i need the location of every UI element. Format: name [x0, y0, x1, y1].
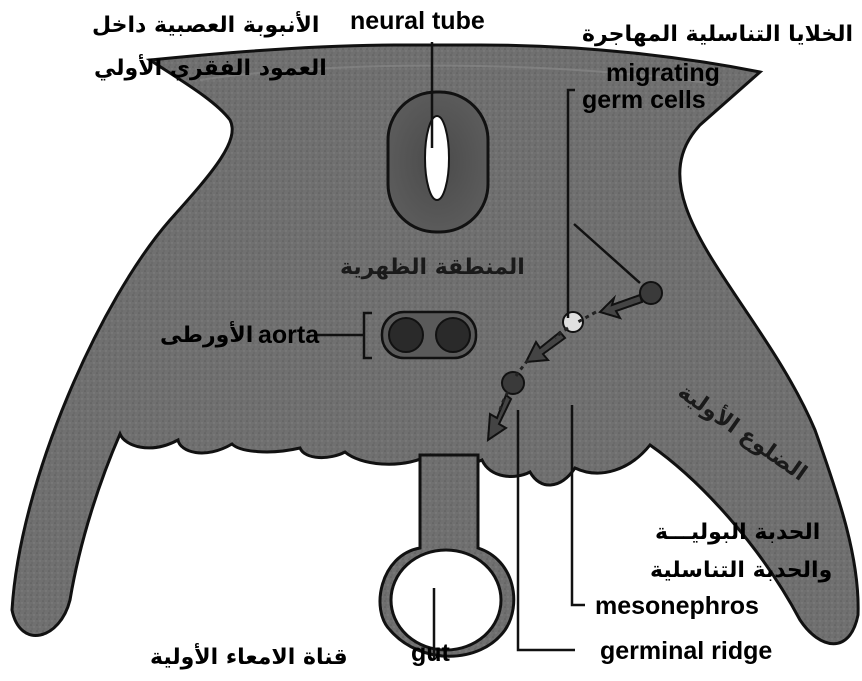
gut-lumen [391, 550, 501, 650]
migrating-label-line2: germ cells [582, 87, 706, 114]
dorsal-region-arabic-label: المنطقة الظهرية [340, 254, 525, 282]
neural-tube-arabic-label-1: الأنبوبة العصبية داخل [92, 12, 319, 40]
aorta-left-vessel [389, 318, 423, 352]
mesonephros-arabic-label-1: الحدبة البوليـــة [655, 519, 820, 547]
germ-cell-3 [502, 372, 524, 394]
neural-tube-lumen [425, 116, 449, 200]
mesonephros-arabic-label-2: والحدبة التناسلية [650, 557, 832, 585]
migrating-label-line1: migrating [606, 60, 720, 87]
aorta-arabic-label: الأورطى [160, 322, 253, 350]
migrating-arabic-label: الخلايا التناسلية المهاجرة [582, 21, 853, 49]
neural-tube-label: neural tube [350, 8, 485, 35]
germ-cell-1 [640, 282, 662, 304]
neural-tube-arabic-label-2: العمود الفقري الأولي [94, 55, 327, 83]
gut-label: gut [411, 640, 450, 667]
germinal-ridge-label: germinal ridge [600, 638, 772, 665]
gut-arabic-label: قناة الامعاء الأولية [150, 644, 348, 672]
aorta-label: aorta [258, 322, 319, 349]
aorta-right-vessel [436, 318, 470, 352]
mesonephros-label: mesonephros [595, 593, 759, 620]
